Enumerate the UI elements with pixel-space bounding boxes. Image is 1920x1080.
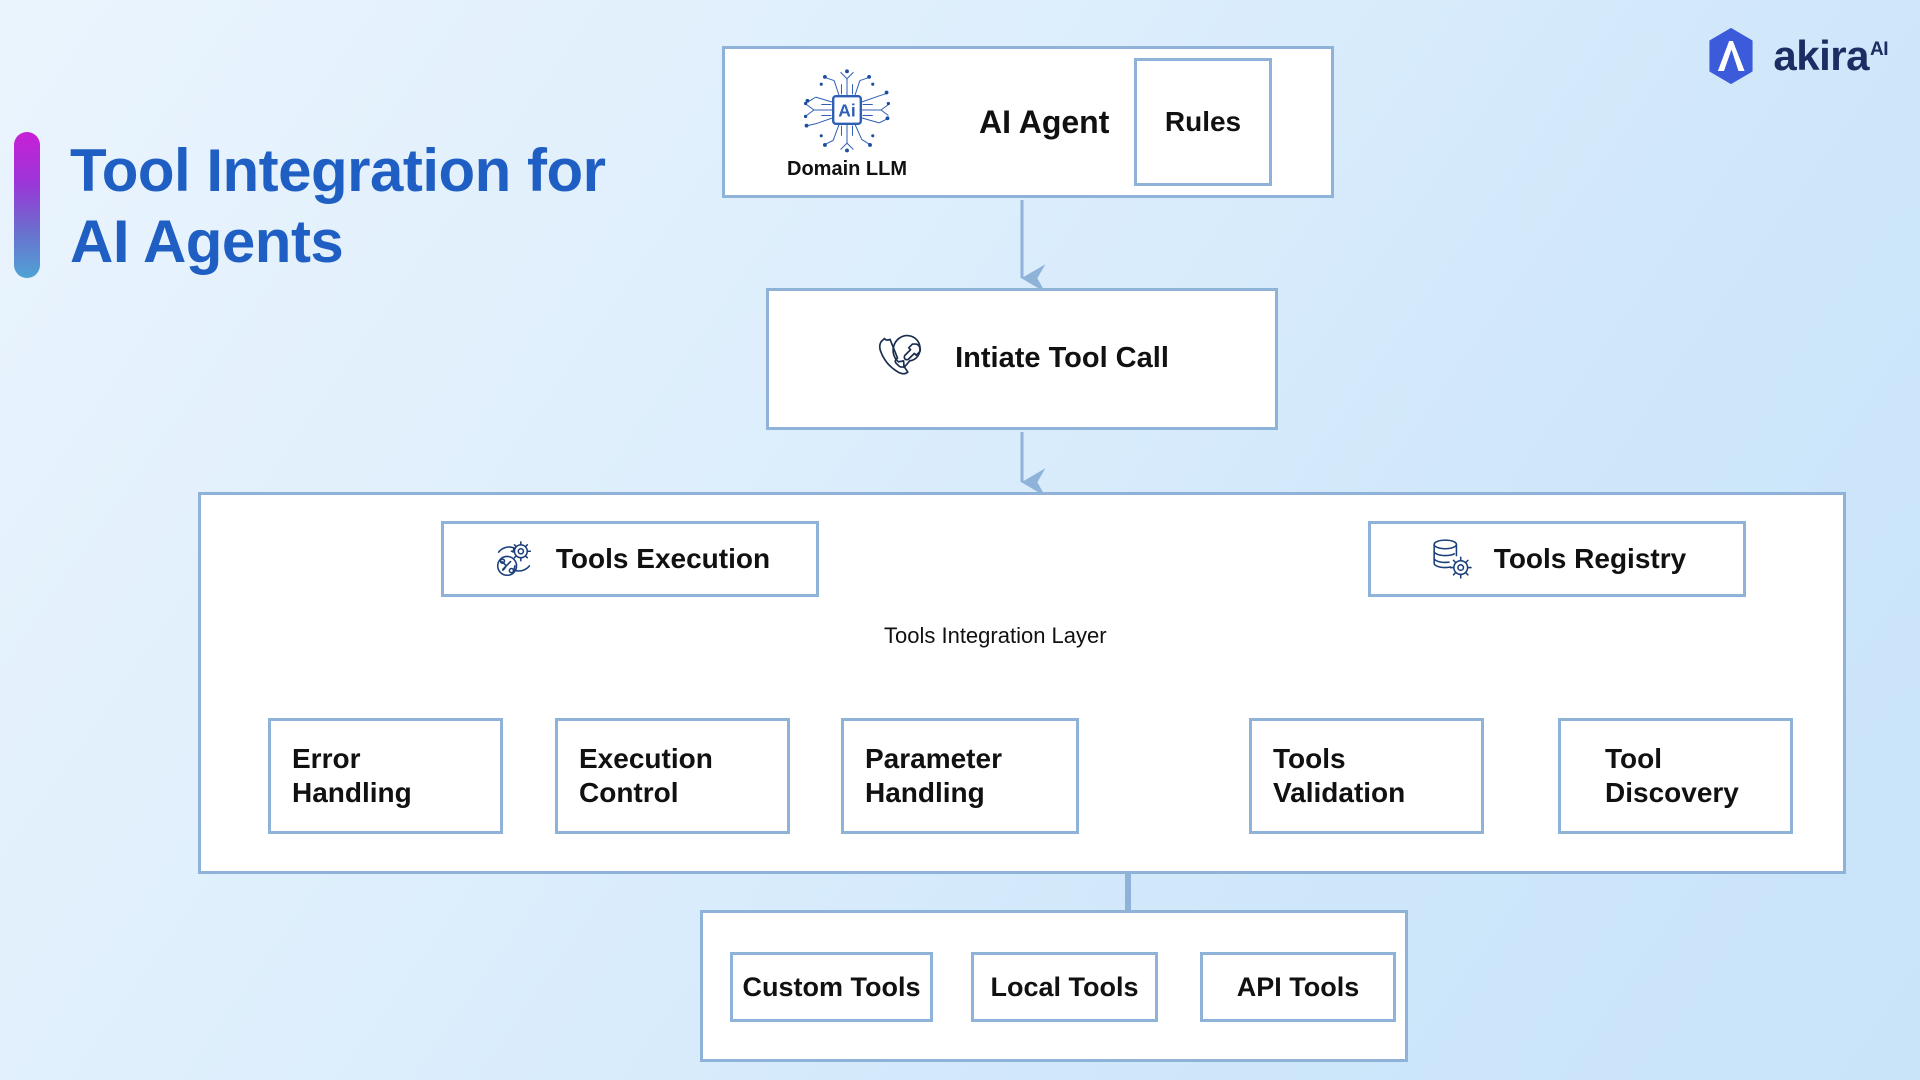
tools-execution-box[interactable]: Tools Execution bbox=[441, 521, 819, 597]
tools-validation-box[interactable]: Tools Validation bbox=[1249, 718, 1484, 834]
rules-box[interactable]: Rules bbox=[1134, 58, 1272, 186]
gear-wrench-cycle-icon bbox=[496, 541, 531, 577]
brand-logo: akiraAI bbox=[1701, 26, 1889, 86]
database-gear-icon bbox=[1433, 539, 1472, 579]
domain-llm-label: Domain LLM bbox=[787, 157, 907, 180]
tools-execution-label: Tools Execution bbox=[555, 542, 771, 574]
initiate-tool-call-box[interactable]: Intiate Tool Call bbox=[766, 288, 1278, 430]
ai-chip-icon: Ai bbox=[803, 68, 891, 152]
brand-name-wrap: akiraAI bbox=[1773, 35, 1888, 77]
parameter-handling-label: Parameter Handling bbox=[865, 742, 1002, 808]
rules-label: Rules bbox=[1164, 105, 1242, 137]
tools-registry-box[interactable]: Tools Registry bbox=[1368, 521, 1746, 597]
custom-tools-box[interactable]: Custom Tools bbox=[730, 952, 933, 1022]
error-handling-box[interactable]: Error Handling bbox=[268, 718, 503, 834]
brand-superscript: AI bbox=[1870, 39, 1889, 60]
error-handling-label: Error Handling bbox=[292, 742, 412, 808]
tool-discovery-label: Tool Discovery bbox=[1605, 742, 1739, 808]
custom-tools-label: Custom Tools bbox=[742, 971, 921, 1002]
api-tools-label: API Tools bbox=[1236, 971, 1360, 1002]
page-title-block: Tool Integration for AI Agents bbox=[14, 132, 606, 278]
svg-text:Ai: Ai bbox=[838, 100, 855, 120]
tools-validation-label: Tools Validation bbox=[1273, 742, 1406, 808]
tool-discovery-box[interactable]: Tool Discovery bbox=[1558, 718, 1793, 834]
title-accent-bar bbox=[14, 132, 40, 278]
tools-integration-layer-label: Tools Integration Layer bbox=[884, 623, 1107, 648]
brand-name: akira bbox=[1773, 32, 1869, 79]
initiate-tool-call-label: Intiate Tool Call bbox=[955, 342, 1169, 375]
local-tools-box[interactable]: Local Tools bbox=[971, 952, 1158, 1022]
akira-hexagon-logo-icon bbox=[1709, 27, 1753, 85]
local-tools-label: Local Tools bbox=[990, 971, 1139, 1002]
parameter-handling-box[interactable]: Parameter Handling bbox=[841, 718, 1079, 834]
phone-wrench-icon bbox=[879, 334, 922, 375]
execution-control-box[interactable]: Execution Control bbox=[555, 718, 790, 834]
ai-agent-title: AI Agent bbox=[979, 103, 1110, 140]
api-tools-box[interactable]: API Tools bbox=[1200, 952, 1396, 1022]
page-title: Tool Integration for AI Agents bbox=[70, 137, 606, 275]
tools-registry-label: Tools Registry bbox=[1493, 542, 1687, 574]
domain-llm-group: Ai Domain LLM bbox=[781, 64, 913, 181]
execution-control-label: Execution Control bbox=[579, 742, 713, 808]
